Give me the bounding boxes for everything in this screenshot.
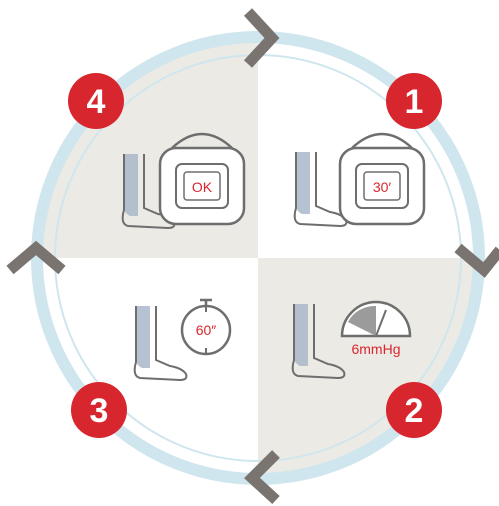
step-number: 3 bbox=[90, 392, 109, 430]
device-display-text: OK bbox=[192, 179, 213, 195]
step-number: 2 bbox=[405, 392, 424, 430]
stopwatch-time-text: 60″ bbox=[196, 322, 217, 338]
device-display-text: 30′ bbox=[373, 179, 392, 195]
step-number: 4 bbox=[87, 83, 106, 121]
cuff-device-timer-icon: 30′ bbox=[340, 134, 424, 224]
step-number: 1 bbox=[405, 83, 424, 121]
quadrant-step-2 bbox=[258, 258, 473, 473]
cuff-device-ok-icon: OK bbox=[160, 134, 244, 224]
gauge-reading-text: 6mmHg bbox=[351, 341, 400, 357]
pressure-gauge-icon: 6mmHg bbox=[342, 302, 410, 357]
quadrant-step-3 bbox=[43, 258, 258, 473]
